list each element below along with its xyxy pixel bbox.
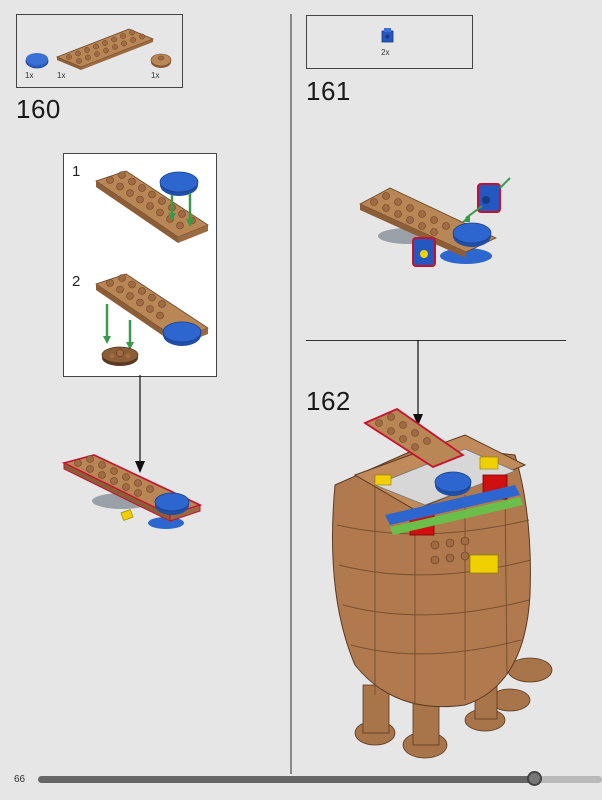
substep-number-2: 2	[72, 273, 81, 290]
step-160-result	[61, 454, 203, 529]
page-number: 66	[14, 774, 26, 785]
qty-plate-2x8-brown: 1x	[57, 71, 66, 80]
step-161-illustration	[359, 177, 511, 267]
step-divider-161-162	[306, 340, 566, 341]
progress-fill	[38, 776, 534, 783]
step-number-162: 162	[306, 386, 351, 416]
bracket-block-blue-icon	[381, 28, 394, 43]
qty-round-plate-brown: 1x	[151, 71, 160, 80]
plate-2x8-brown-icon	[55, 28, 155, 70]
substep-2-illustration	[95, 273, 209, 366]
qty-bracket-block-blue: 2x	[381, 48, 390, 57]
substep-1-illustration	[95, 170, 209, 243]
round-tile-blue-icon	[25, 53, 49, 69]
column-divider	[290, 14, 292, 774]
parts-list-161: 2x	[306, 15, 473, 69]
step-number-160: 160	[16, 94, 61, 124]
qty-round-tile-blue: 1x	[25, 71, 34, 80]
substep-number-1: 1	[72, 163, 81, 180]
step-number-161: 161	[306, 76, 351, 106]
progress-knob[interactable]	[527, 771, 542, 786]
parts-list-160: 1x 1x 1x	[16, 14, 183, 88]
round-plate-brown-icon	[150, 53, 172, 68]
step-162-model	[332, 407, 553, 759]
arrow-160-down	[135, 375, 145, 473]
arrow-162-down	[413, 340, 423, 426]
